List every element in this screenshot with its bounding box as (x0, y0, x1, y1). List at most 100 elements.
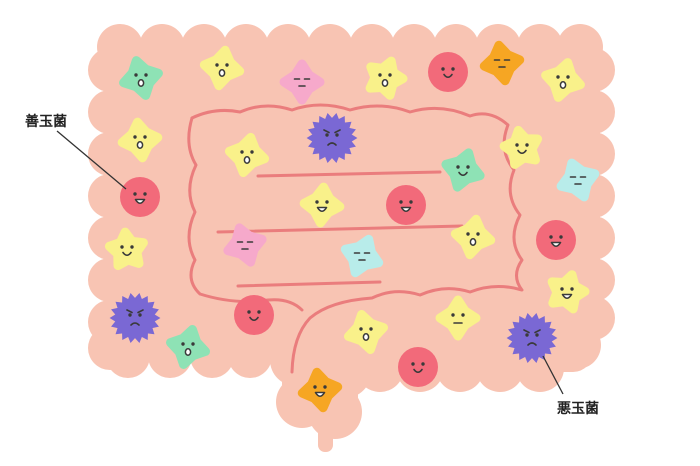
intestine-inner-line (190, 103, 524, 374)
bacteria-eye (525, 143, 529, 147)
bacteria-face (569, 176, 587, 185)
intestine-body-part (349, 24, 395, 70)
bacteria-eye (411, 362, 415, 366)
bacteria-face (353, 252, 371, 261)
neutral-bacteria-yellow-icon (344, 310, 388, 354)
bacteria-body (450, 214, 496, 260)
bad-bacteria-label: 悪玉菌 (557, 400, 599, 417)
neutral-bacteria-orange-icon (479, 40, 525, 86)
bacteria-eye (133, 135, 137, 139)
bacteria-eye (128, 313, 132, 317)
bacteria-mouth (184, 348, 192, 356)
bacteria-eye (535, 333, 539, 337)
neutral-bacteria-pink-icon (279, 59, 325, 105)
intestine-body-part (571, 216, 615, 260)
bacteria-body (166, 325, 210, 369)
bacteria-mouth (327, 142, 337, 146)
good-bacteria-callout: 善玉菌 (25, 113, 127, 190)
neutral-bacteria-blue-icon (556, 158, 600, 202)
bacteria-eye (130, 245, 134, 249)
bacteria-face (451, 313, 465, 324)
bacteria-eye (399, 200, 403, 204)
bacteria-mouth (550, 241, 562, 248)
bacteria-face (466, 232, 480, 246)
neutral-bacteria-yellow-icon (499, 125, 543, 169)
bacteria-eye (133, 192, 137, 196)
bacteria-face (120, 245, 134, 257)
bacteria-body (297, 367, 343, 413)
bacteria-mouth (218, 69, 226, 77)
bacteria-brow (323, 129, 330, 134)
bacteria-eye (120, 245, 124, 249)
bacteria-body (306, 113, 358, 163)
bacteria-eye (466, 165, 470, 169)
bacteria-eye (378, 73, 382, 77)
bacteria-eye (181, 342, 185, 346)
bacteria-mouth (517, 149, 527, 155)
bacteria-mouth (122, 251, 132, 257)
bacteria-eye (570, 287, 574, 291)
bacteria-body (365, 56, 408, 100)
bacteria-eye (566, 75, 570, 79)
bacteria-body (547, 270, 590, 314)
bacteria-eye (144, 73, 148, 77)
bacteria-eye (143, 192, 147, 196)
bacteria-eye (134, 73, 138, 77)
bad-bacteria-icon (109, 293, 161, 343)
bacteria-face (549, 235, 563, 248)
bacteria-eye (315, 200, 319, 204)
bacteria-face (378, 73, 392, 87)
intestine-body-part (139, 24, 185, 70)
bacteria-face (240, 150, 254, 164)
good-bacteria-icon (428, 52, 468, 92)
bacteria-eye (441, 67, 445, 71)
bacteria-mouth (458, 171, 468, 177)
bacteria-eye (240, 150, 244, 154)
bacteria-body (104, 227, 148, 271)
bacteria-eye (250, 150, 254, 154)
bad-bacteria-callout: 悪玉菌 (542, 355, 599, 417)
bad-bacteria-icon (306, 113, 358, 163)
bacteria-eye (369, 327, 373, 331)
neutral-bacteria-yellow-icon (435, 295, 481, 341)
bacteria-mouth (400, 206, 412, 213)
intestine-body-part (553, 321, 601, 369)
neutral-bacteria-mint-icon (119, 56, 163, 100)
neutral-bacteria-yellow-icon (365, 56, 408, 100)
bacteria-mouth (316, 206, 328, 213)
bacteria-eye (456, 165, 460, 169)
bacteria-eye (138, 313, 142, 317)
bacteria-face (315, 200, 329, 213)
bacteria-eye (325, 133, 329, 137)
bacteria-face (523, 329, 541, 346)
intestine-body (88, 24, 615, 452)
bacteria-face (411, 362, 425, 374)
bacteria-face (236, 241, 254, 250)
bacteria-body (428, 52, 468, 92)
bacteria-mouth (469, 238, 477, 246)
bacteria-face (441, 67, 455, 79)
bacteria-eye (313, 385, 317, 389)
bacteria-mouth (413, 368, 423, 374)
bacteria-face (560, 287, 574, 300)
neutral-bacteria-blue-icon (340, 234, 384, 278)
bacteria-eye (476, 232, 480, 236)
bacteria-body (120, 177, 160, 217)
bacteria-group (104, 40, 600, 413)
intestine-body-part (517, 24, 563, 70)
intestine-inner-outline (187, 103, 524, 374)
bacteria-body (398, 347, 438, 387)
bacteria-face (515, 143, 529, 155)
bacteria-face (359, 327, 373, 341)
bacteria-eye (225, 63, 229, 67)
bacteria-mouth (443, 73, 453, 79)
bacteria-mouth (130, 322, 140, 326)
bacteria-eye (549, 235, 553, 239)
bacteria-body (556, 158, 600, 202)
intestine-body-part (270, 334, 322, 386)
bacteria-eye (323, 385, 327, 389)
bacteria-eye (556, 75, 560, 79)
neutral-bacteria-yellow-icon (299, 182, 345, 228)
bacteria-eye (247, 310, 251, 314)
